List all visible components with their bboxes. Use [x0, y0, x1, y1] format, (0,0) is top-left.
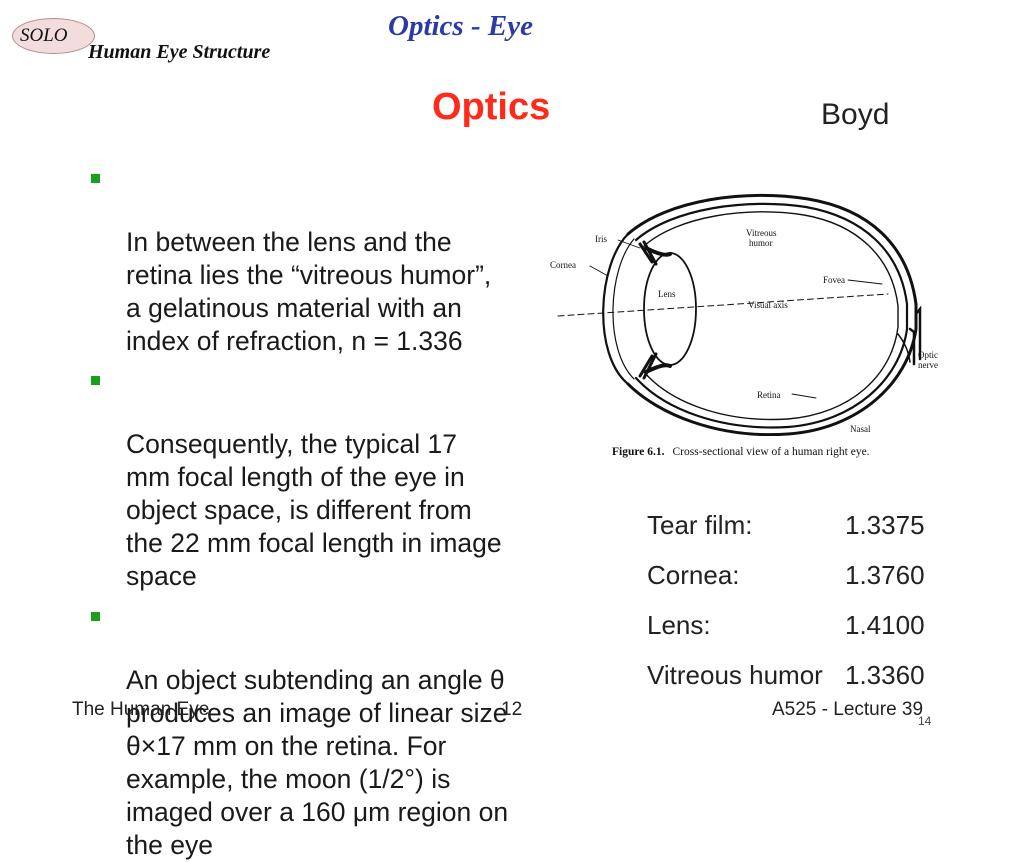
- optic-nerve: [908, 305, 922, 366]
- label-visual-axis: Visual axis: [748, 300, 788, 310]
- bullet-item: Consequently, the typical 17 mm focal le…: [88, 362, 568, 593]
- sclera-outline: [626, 193, 918, 436]
- ciliary-upper: [644, 246, 672, 257]
- refraction-index-table: Tear film: 1.3375 Cornea: 1.3760 Lens: 1…: [647, 510, 925, 710]
- slide-title: Optics - Eye: [388, 10, 533, 42]
- iris-lower: [638, 352, 658, 380]
- bullet-text: In between the lens and the retina lies …: [126, 227, 492, 356]
- fovea-pointer: [847, 279, 883, 285]
- visual-axis-line: [557, 293, 889, 317]
- label-fovea: Fovea: [823, 275, 845, 285]
- cornea-outline: [602, 232, 630, 386]
- index-value: 1.3760: [845, 560, 925, 590]
- label-nasal: Nasal: [850, 424, 871, 434]
- retina-line: [643, 211, 899, 421]
- label-iris: Iris: [595, 234, 607, 244]
- retina-pointer: [791, 393, 817, 399]
- bullet-text: An object subtending an angle θ produces…: [126, 665, 509, 860]
- eye-cross-section-diagram: Iris Cornea Lens Vitreous humor Visual a…: [550, 193, 938, 436]
- figure-caption: Figure 6.1. Cross-sectional view of a hum…: [612, 446, 870, 458]
- iris-upper: [638, 240, 658, 266]
- bullet-square-icon: [91, 376, 100, 385]
- figure-caption-text: Cross-sectional view of a human right ey…: [672, 446, 870, 458]
- label-lens: Lens: [658, 289, 676, 299]
- slide-subtitle: Human Eye Structure: [88, 41, 271, 63]
- bullet-square-icon: [91, 612, 100, 621]
- medium-name: Lens:: [647, 610, 711, 640]
- index-value: 1.4100: [845, 610, 925, 640]
- author-label: Boyd: [821, 98, 890, 131]
- bullet-square-icon: [91, 174, 100, 183]
- choroid-line: [634, 202, 909, 429]
- ciliary-lower: [644, 363, 672, 374]
- index-value: 1.3360: [845, 660, 925, 690]
- footer-page-number: 12: [501, 699, 523, 720]
- cornea-pointer: [589, 265, 609, 277]
- label-retina: Retina: [757, 390, 781, 400]
- table-row: Vitreous humor 1.3360: [647, 660, 925, 710]
- label-humor: humor: [749, 238, 773, 248]
- solo-badge: [12, 18, 95, 54]
- table-row: Lens: 1.4100: [647, 610, 925, 660]
- label-cornea: Cornea: [550, 260, 576, 270]
- bullet-item: In between the lens and the retina lies …: [88, 160, 568, 358]
- label-nerve: nerve: [918, 360, 938, 370]
- medium-name: Vitreous humor: [647, 660, 823, 690]
- table-row: Cornea: 1.3760: [647, 560, 925, 610]
- label-optic: Optic: [918, 350, 938, 360]
- bullet-item: An object subtending an angle θ produces…: [88, 598, 568, 862]
- footer-lecture: A525 - Lecture 39: [772, 699, 924, 720]
- iris-pointer: [617, 239, 641, 249]
- solo-label: SOLO: [20, 25, 68, 46]
- bullet-text: Consequently, the typical 17 mm focal le…: [126, 429, 502, 591]
- optics-heading: Optics: [432, 86, 551, 128]
- index-value: 1.3375: [845, 510, 925, 540]
- slide-number: 14: [918, 714, 932, 728]
- table-row: Tear film: 1.3375: [647, 510, 925, 560]
- medium-name: Tear film:: [647, 510, 753, 540]
- medium-name: Cornea:: [647, 560, 740, 590]
- cornea-inner: [612, 238, 635, 380]
- label-vitreous: Vitreous: [746, 228, 777, 238]
- figure-number: Figure 6.1.: [612, 446, 665, 458]
- footer-topic: The Human Eye: [72, 699, 210, 720]
- bullet-list: In between the lens and the retina lies …: [88, 160, 568, 862]
